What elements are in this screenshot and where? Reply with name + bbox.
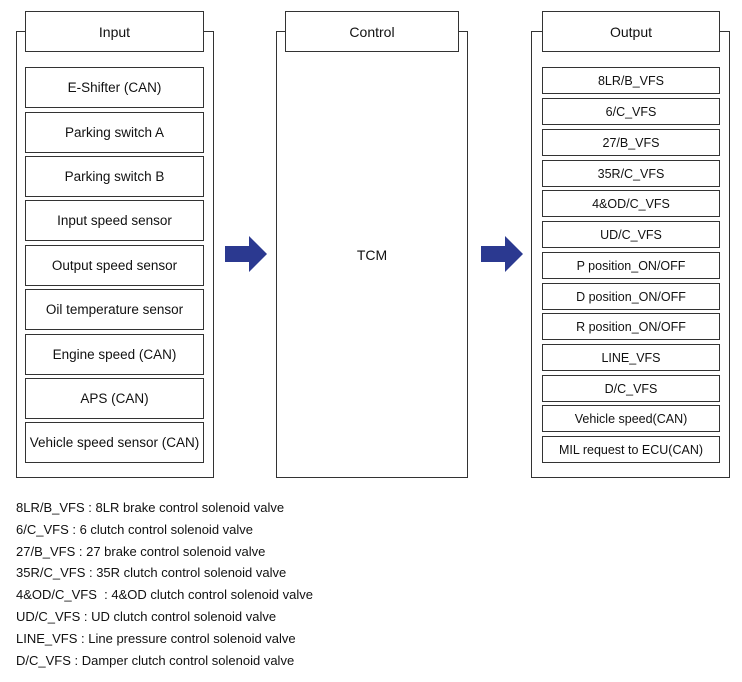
legend-line: LINE_VFS : Line pressure control solenoi… [16,630,296,646]
output-item-ud-c-vfs: UD/C_VFS [542,221,720,248]
right-arrow-icon [225,236,267,272]
input-item-input-speed-sensor: Input speed sensor [25,200,204,241]
output-panel-title: Output [542,11,720,52]
input-item-aps: APS (CAN) [25,378,204,419]
input-item-oil-temperature-sensor: Oil temperature sensor [25,289,204,330]
legend-line: 6/C_VFS : 6 clutch control solenoid valv… [16,521,254,537]
input-item-parking-switch-a: Parking switch A [25,112,204,153]
output-item-35r-c-vfs: 35R/C_VFS [542,160,720,187]
legend-line: 8LR/B_VFS : 8LR brake control solenoid v… [16,500,285,515]
legend-line: 27/B_VFS : 27 brake control solenoid val… [16,543,266,559]
output-item-27-b-vfs: 27/B_VFS [542,129,720,156]
legend-line: 4&OD/C_VFS : 4&OD clutch control solenoi… [16,587,313,603]
legend-line: D/C_VFS : Damper clutch control solenoid… [16,652,295,668]
output-item-d-position: D position_ON/OFF [542,283,720,310]
abbreviation-legend: 8LR/B_VFS : 8LR brake control solenoid v… [16,497,313,671]
right-arrow-shape [225,236,267,272]
output-item-mil-request: MIL request to ECU(CAN) [542,436,720,463]
control-panel [276,31,468,478]
output-item-d-c-vfs: D/C_VFS [542,375,720,402]
legend-line: 35R/C_VFS : 35R clutch control solenoid … [16,565,287,581]
right-arrow-icon [481,236,523,272]
input-item-engine-speed: Engine speed (CAN) [25,334,204,375]
output-item-line-vfs: LINE_VFS [542,344,720,371]
input-item-parking-switch-b: Parking switch B [25,156,204,197]
control-panel-title: Control [285,11,459,52]
legend-line: UD/C_VFS : UD clutch control solenoid va… [16,608,277,624]
output-item-vehicle-speed: Vehicle speed(CAN) [542,405,720,432]
input-item-vehicle-speed-sensor: Vehicle speed sensor (CAN) [25,422,204,463]
input-item-output-speed-sensor: Output speed sensor [25,245,204,286]
right-arrow-shape [481,236,523,272]
input-panel-title: Input [25,11,204,52]
output-item-6-c-vfs: 6/C_VFS [542,98,720,125]
output-item-r-position: R position_ON/OFF [542,313,720,340]
output-item-8lr-b-vfs: 8LR/B_VFS [542,67,720,94]
output-item-4od-c-vfs: 4&OD/C_VFS [542,190,720,217]
output-item-p-position: P position_ON/OFF [542,252,720,279]
tcm-label: TCM [356,247,388,263]
input-item-e-shifter: E-Shifter (CAN) [25,67,204,108]
